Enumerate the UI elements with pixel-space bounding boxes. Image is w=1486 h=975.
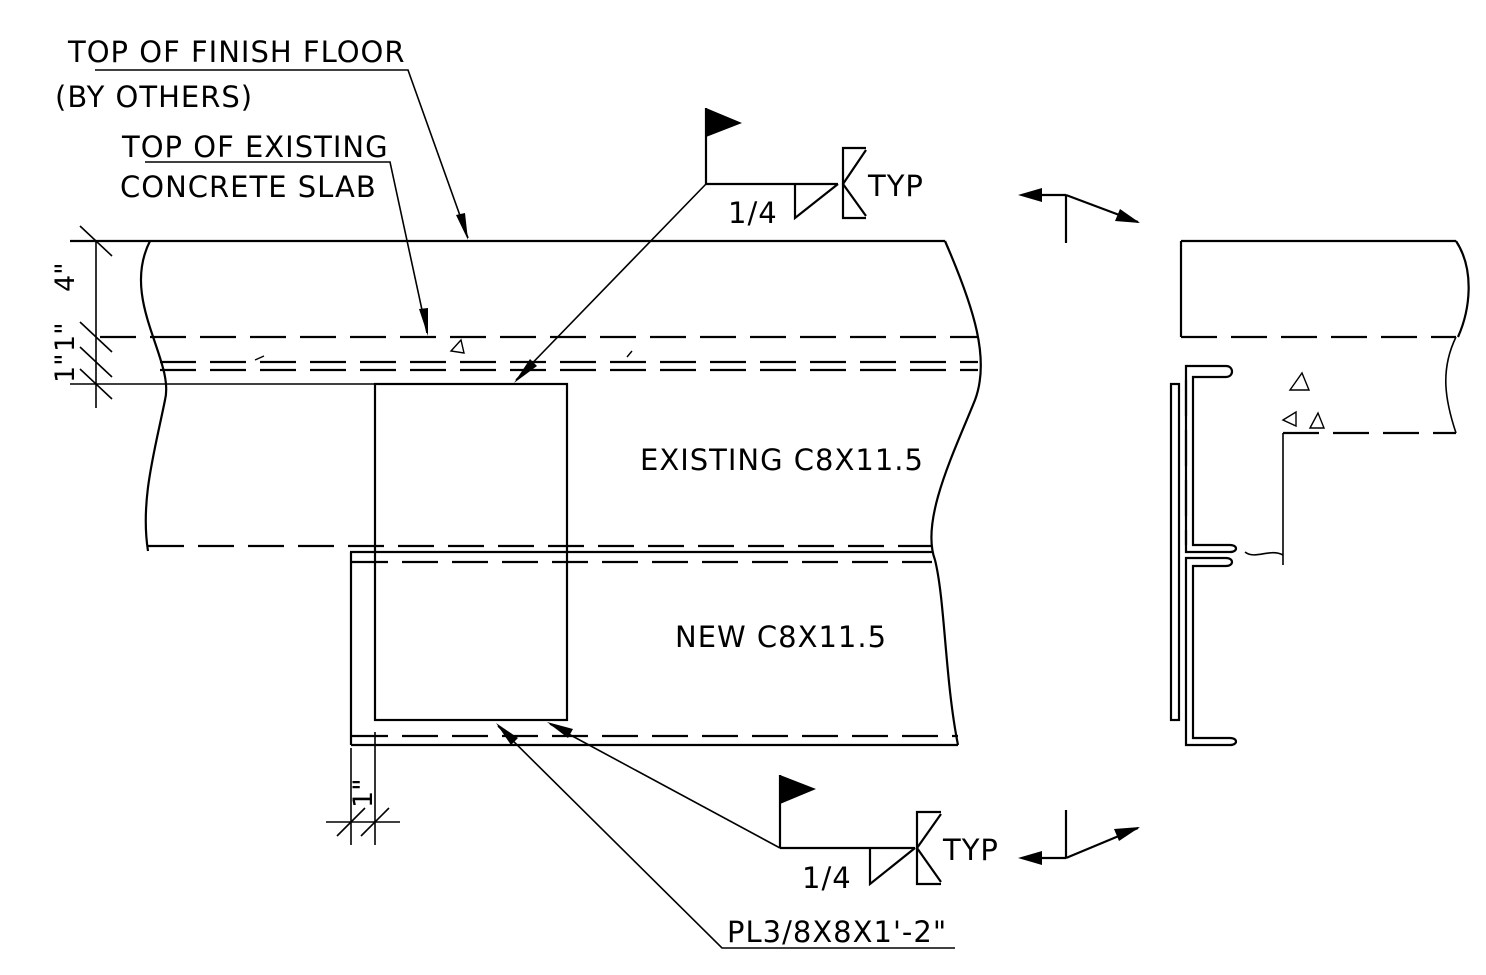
left-break-line [139,240,168,552]
dimension-tick [79,346,113,378]
weld-arrowhead [514,359,537,383]
section-slab-break [1444,336,1457,434]
finish-floor-label: TOP OF FINISH FLOOR [67,35,406,69]
finish-floor-arrowhead [456,213,468,240]
section-arrowhead [1018,188,1042,202]
plate-edge-dimension: 1" [326,732,400,845]
vertical-dimension-chain: 4" 1" 1" [50,225,113,408]
plate-callout: PL3/8X8X1'-2" [496,723,955,949]
finish-floor-leader [95,69,469,239]
section-beam-break [1244,551,1284,556]
connection-plate [373,382,569,722]
dimension-tick [79,368,113,400]
weld-size-label: 1/4 [802,861,852,895]
slab-thickness-dimension: 4" [50,262,81,292]
plate-label: PL3/8X8X1'-2" [727,915,947,949]
section-arrowhead [1018,851,1042,865]
plate-leader [497,725,955,949]
existing-channel-section [1184,364,1238,554]
concrete-aggregate-mark [1281,410,1297,428]
weld-arrowhead [547,722,573,738]
weld-typ-label: TYP [942,833,999,867]
weld-tail-bracket [915,810,941,886]
weld-symbol-bottom: 1/4 TYP [547,722,999,895]
field-weld-flag [706,108,742,137]
weld-symbol-top: 1/4 TYP [514,108,924,383]
new-channel-section [1184,556,1238,747]
fillet-weld-symbol [793,183,839,221]
concrete-aggregate-mark [626,350,633,358]
concrete-slab-label: CONCRETE SLAB [120,170,377,204]
concrete-aggregate-mark [1288,371,1311,391]
dimension-tick [336,807,366,837]
weld-tail [841,149,867,217]
section-cut-bottom [1018,810,1140,865]
dimension-tick [79,321,113,353]
dimension-tick [360,807,390,837]
offset-dimension-a: 1" [50,322,81,352]
weld-typ-label: TYP [867,169,924,203]
top-existing-label: TOP OF EXISTING [121,130,389,164]
weld-tail-bracket [841,146,866,220]
offset-dimension-b: 1" [50,353,81,383]
weld-tail [915,813,942,883]
concrete-aggregate-mark [254,355,265,361]
new-channel-label: NEW C8X11.5 [675,620,887,654]
dimension-tick [79,225,113,257]
elevation-view: EXISTING C8X11.5 NEW C8X11.5 [70,239,982,747]
plate-arrowhead [496,723,518,745]
concrete-aggregate-mark [449,338,465,354]
section-view [1169,239,1470,747]
finish-floor-callout: TOP OF FINISH FLOOR (BY OTHERS) [55,35,469,240]
right-break-line [930,240,982,746]
concrete-aggregate-mark [1308,411,1326,429]
existing-slab-callout: TOP OF EXISTING CONCRETE SLAB [120,130,428,336]
plate-edge-dimension-text: 1" [348,778,379,808]
section-floor-break [1455,240,1470,338]
by-others-label: (BY OTHERS) [55,80,253,114]
field-weld-flag [780,775,816,804]
weld-size-label: 1/4 [728,196,778,230]
section-arrowhead [1115,209,1140,223]
existing-slab-arrowhead [419,308,428,336]
existing-channel-label: EXISTING C8X11.5 [640,443,924,477]
existing-slab-leader [145,161,428,334]
section-plate [1169,382,1181,722]
fillet-weld-symbol [868,847,916,887]
weld-arrow-leader [515,183,707,381]
weld-arrow-leader [549,723,781,849]
section-arrowhead [1114,827,1140,841]
section-cut-top [1018,188,1140,243]
